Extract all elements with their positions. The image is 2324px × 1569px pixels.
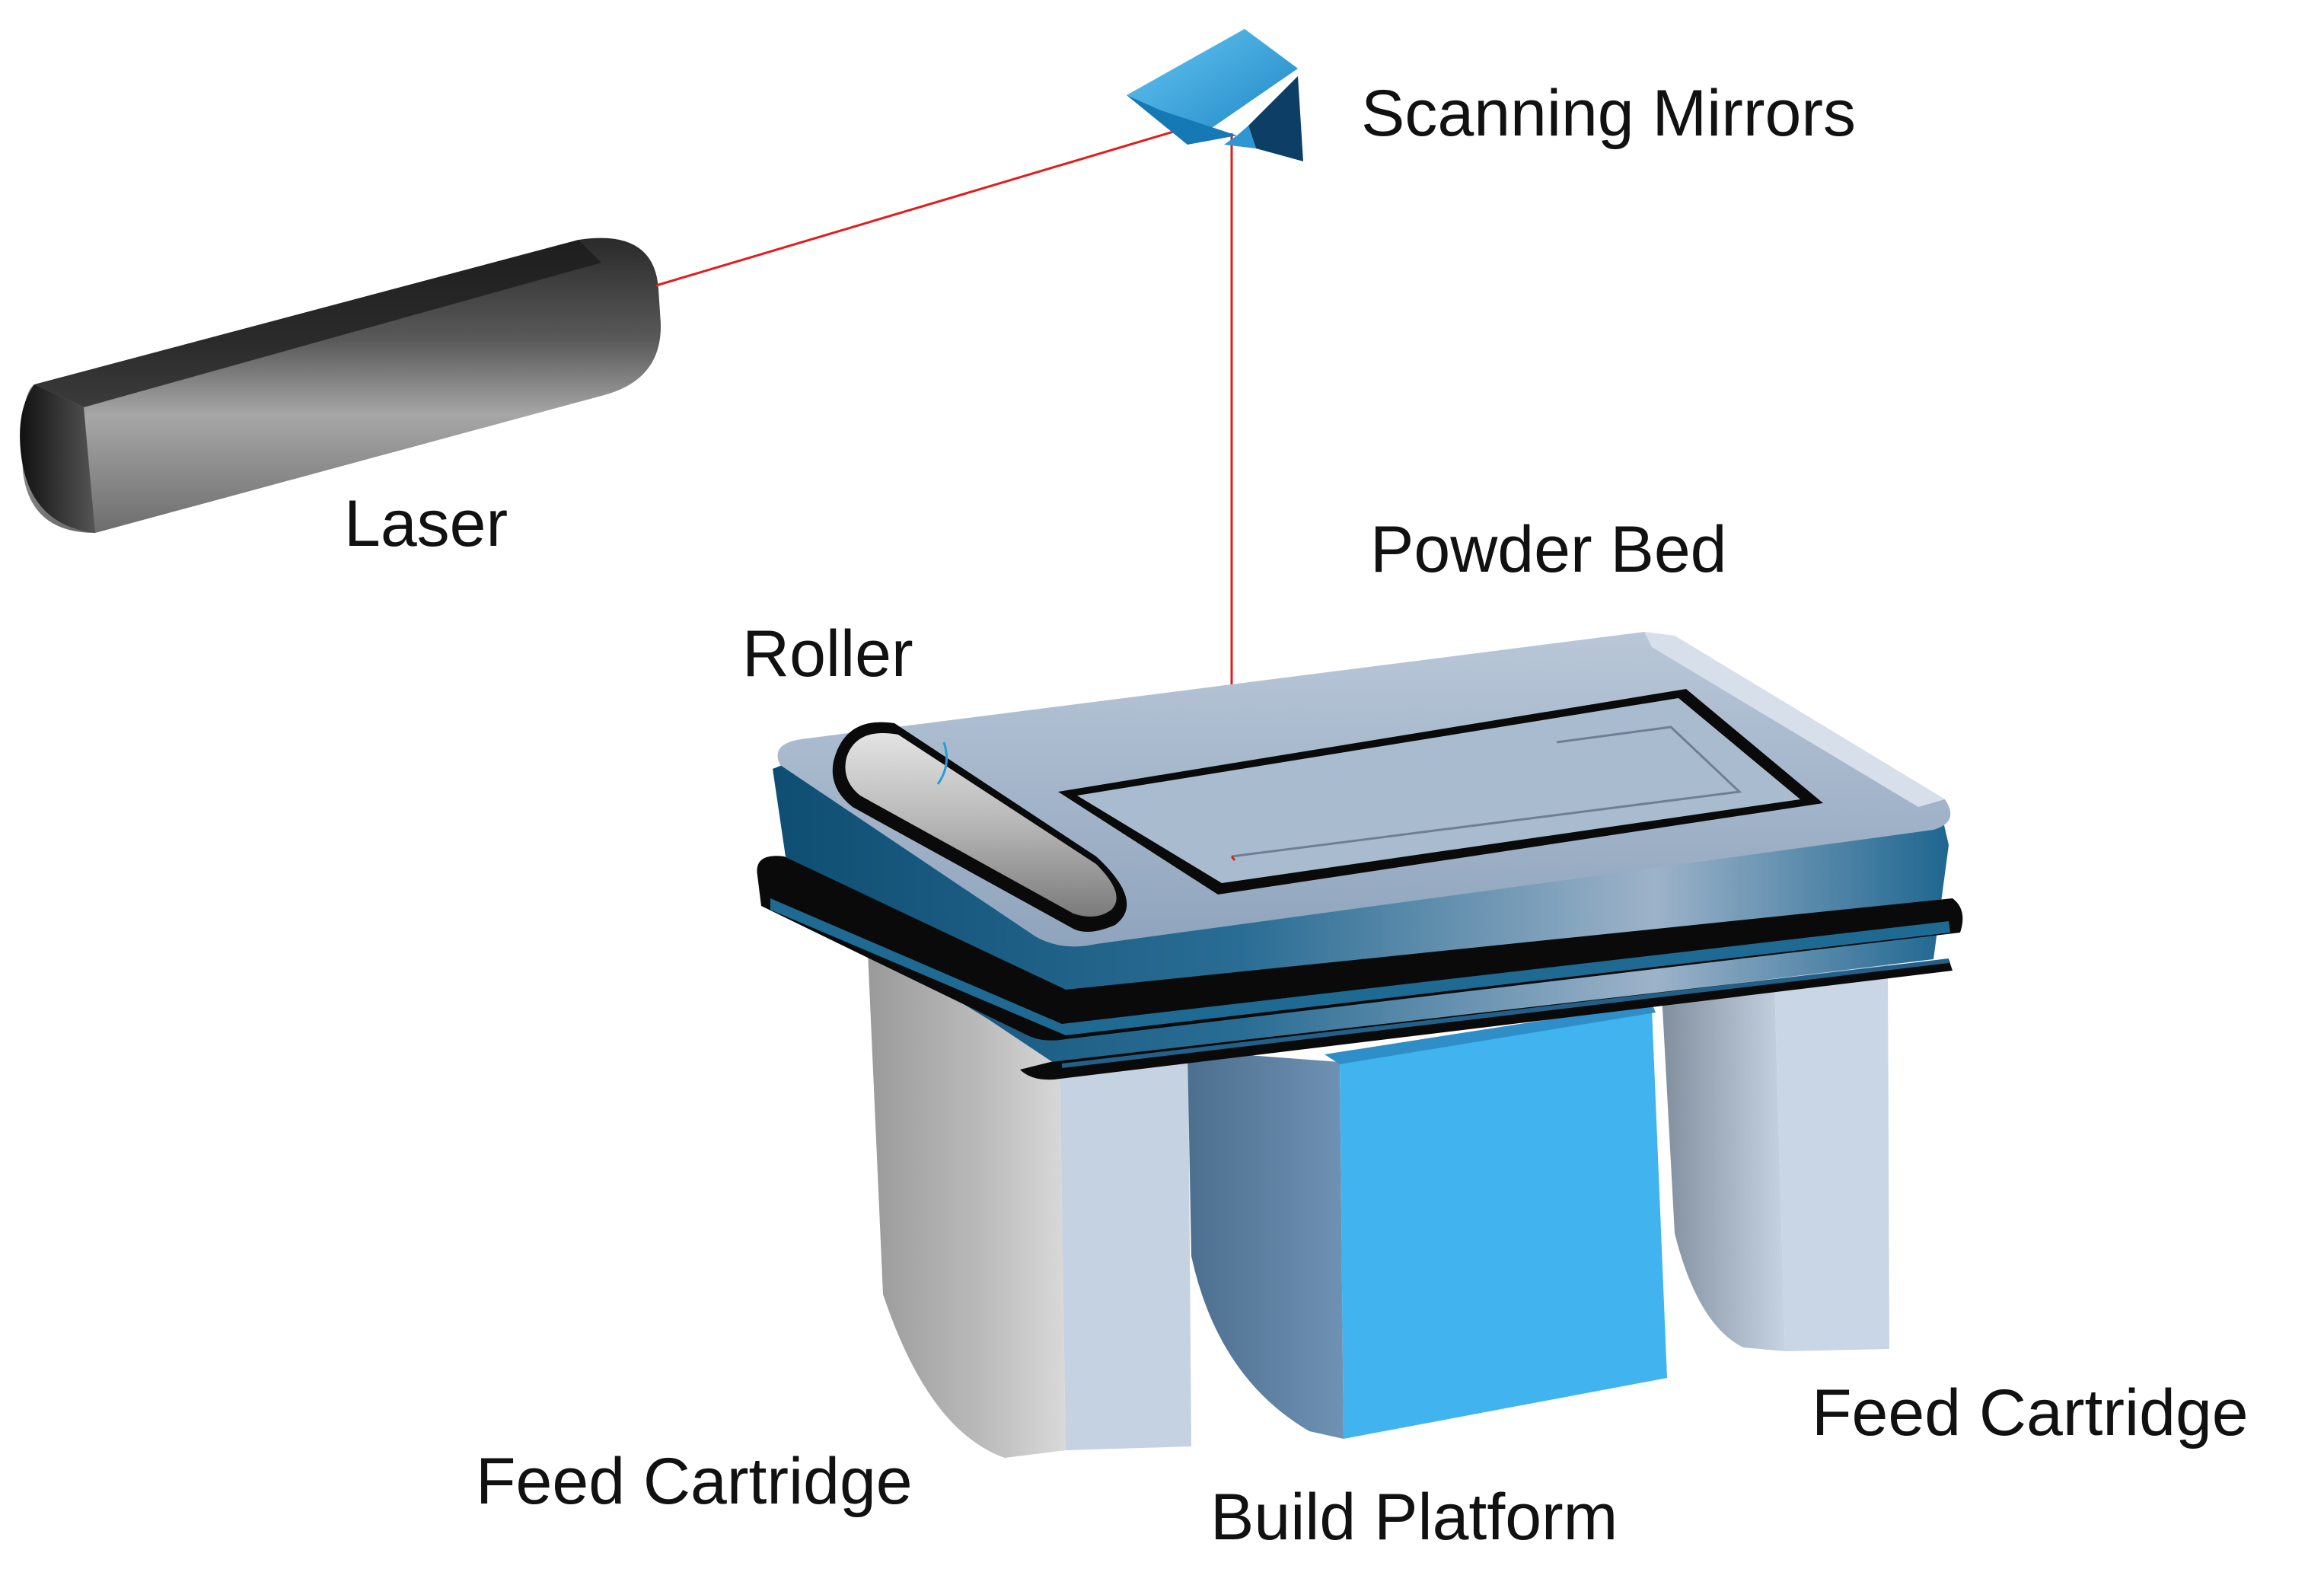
build-platform xyxy=(1188,1003,1667,1439)
left-feed-cartridge xyxy=(868,952,1191,1458)
scanning-mirrors xyxy=(1127,29,1303,161)
label-scanning-mirrors: Scanning Mirrors xyxy=(1361,77,1856,150)
laser xyxy=(20,238,661,533)
label-feed-cartridge-right: Feed Cartridge xyxy=(1812,1376,2249,1449)
powder-bed xyxy=(1058,689,1823,895)
label-build-platform: Build Platform xyxy=(1210,1481,1618,1554)
label-powder-bed: Powder Bed xyxy=(1370,513,1727,586)
label-feed-cartridge-left: Feed Cartridge xyxy=(476,1445,913,1518)
roller xyxy=(832,722,1127,932)
label-laser: Laser xyxy=(344,487,508,560)
label-roller: Roller xyxy=(742,617,913,690)
right-feed-cartridge xyxy=(1659,952,1889,1351)
